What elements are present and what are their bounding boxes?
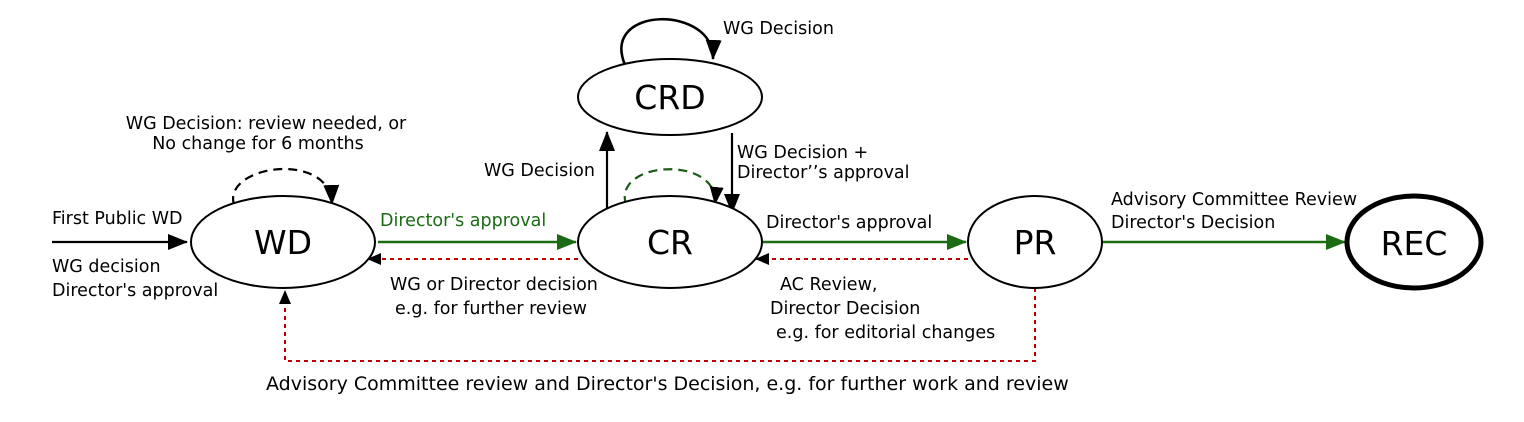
wd-to-cr-label: Director's approval [380, 211, 546, 231]
entry-label-line2: WG decision [52, 257, 161, 277]
node-crd-label: CRD [634, 78, 705, 117]
entry-label-line3: Director's approval [52, 281, 218, 301]
cr-to-wd-label-line1: WG or Director decision [390, 275, 598, 295]
pr-to-wd-edge [279, 288, 1036, 362]
node-wd-label: WD [254, 223, 312, 262]
node-pr: PR [967, 195, 1103, 289]
cr-loop-edge [623, 168, 724, 206]
node-rec: REC [1344, 193, 1484, 291]
wd-loop-edge [232, 167, 340, 206]
wd-loop-label-line1: WG Decision: review needed, or [126, 114, 407, 134]
cr-to-pr-label: Director's approval [766, 213, 932, 233]
pr-to-rec-label-line2: Director's Decision [1111, 213, 1275, 233]
cr-to-crd-label: WG Decision [484, 161, 595, 181]
crd-loop-label: WG Decision [723, 19, 834, 39]
entry-label-line1: First Public WD [52, 209, 183, 229]
node-cr: CR [577, 195, 763, 289]
wd-loop-label-line2: No change for 6 months [152, 134, 364, 154]
pr-to-cr-label-line3: e.g. for editorial changes [776, 323, 995, 343]
cr-to-wd-label-line2: e.g. for further review [395, 299, 587, 319]
node-cr-label: CR [647, 223, 693, 262]
node-crd: CRD [577, 58, 763, 136]
pr-to-rec-label-line1: Advisory Committee Review [1111, 190, 1357, 210]
pr-to-cr-label-line2: Director Decision [770, 299, 920, 319]
crd-loop-edge [620, 17, 722, 66]
crd-to-cr-label-line1: WG Decision + [737, 143, 868, 163]
node-rec-label: REC [1381, 224, 1448, 263]
pr-to-wd-label: Advisory Committee review and Director's… [266, 373, 1069, 395]
pr-to-cr-label-line1: AC Review, [780, 275, 877, 295]
node-pr-label: PR [1014, 223, 1057, 262]
node-wd: WD [190, 195, 376, 289]
crd-to-cr-label-line2: Director’’s approval [737, 163, 910, 183]
